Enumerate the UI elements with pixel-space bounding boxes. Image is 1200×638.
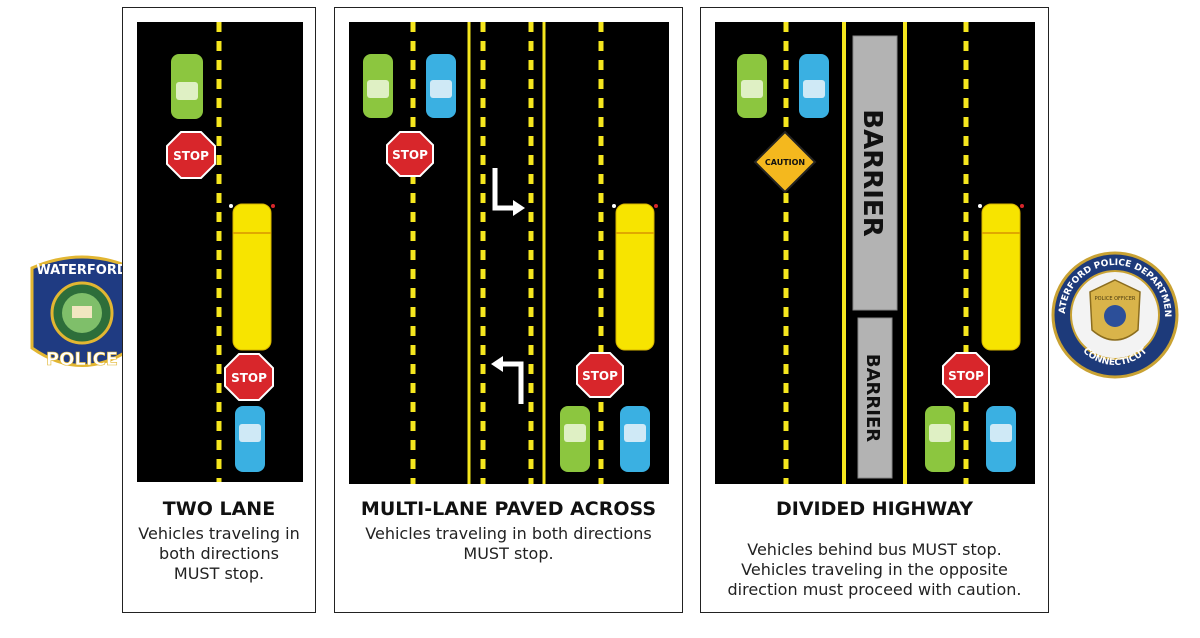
svg-text:STOP: STOP [231,371,267,385]
green-car [363,54,393,118]
stop-sign-top: STOP [166,131,216,179]
svg-text:STOP: STOP [173,149,209,163]
stop-sign-top: STOP [386,131,434,177]
svg-text:STOP: STOP [948,369,984,383]
green-car [560,406,590,472]
stop-sign: STOP [942,352,990,398]
two-lane-scene: STOP STOP [137,22,303,482]
panel-description: Vehicles traveling in both directions MU… [138,524,300,583]
school-bus [229,203,275,351]
school-bus [978,203,1024,351]
green-car [925,406,955,472]
panel-title: TWO LANE [162,498,276,520]
svg-text:STOP: STOP [582,369,618,383]
blue-car [235,406,265,472]
svg-text:BARRIER: BARRIER [857,109,887,236]
barrier-top: BARRIER [852,35,898,311]
waterford-police-patch: WATERFORD POLICE [30,255,134,370]
caution-sign: CAUTION [753,130,817,194]
turn-arrow-right [492,168,515,211]
panel-two-lane: STOP STOP TWO LANE Vehicles traveling in… [122,7,316,613]
svg-text:CAUTION: CAUTION [765,158,805,167]
panel-title: DIVIDED HIGHWAY [776,498,973,520]
blue-car [799,54,829,118]
divided-highway-scene: BARRIER BARRIER CAUTION STOP [715,22,1035,484]
patch-top-text: WATERFORD [36,263,128,278]
multi-lane-scene: STOP STOP [349,22,669,484]
stop-sign-bottom: STOP [224,353,274,401]
panel-description: Vehicles behind bus MUST stop. Vehicles … [727,540,1022,599]
panel-divided-highway: BARRIER BARRIER CAUTION STOP DIVIDED HIG… [700,7,1049,613]
patch-bottom-text: POLICE [46,349,118,370]
green-car [737,54,767,118]
school-bus [612,203,658,351]
medallion-shield-text: POLICE OFFICER [1095,296,1136,302]
panel-multi-lane: STOP STOP MULTI-LANE PAVED ACROSS Vehicl… [334,7,683,613]
barrier-bottom: BARRIER [857,317,893,479]
blue-car [426,54,456,118]
police-department-medallion: WATERFORD POLICE DEPARTMENT CONNECTICUT … [1045,243,1179,379]
panel-description: Vehicles traveling in both directions MU… [365,524,652,563]
blue-car [620,406,650,472]
svg-text:STOP: STOP [392,148,428,162]
svg-text:BARRIER: BARRIER [862,354,883,442]
green-car [171,54,203,119]
turn-arrow-left [501,361,524,404]
panel-title: MULTI-LANE PAVED ACROSS [360,498,657,520]
blue-car [986,406,1016,472]
stop-sign-bottom: STOP [576,352,624,398]
